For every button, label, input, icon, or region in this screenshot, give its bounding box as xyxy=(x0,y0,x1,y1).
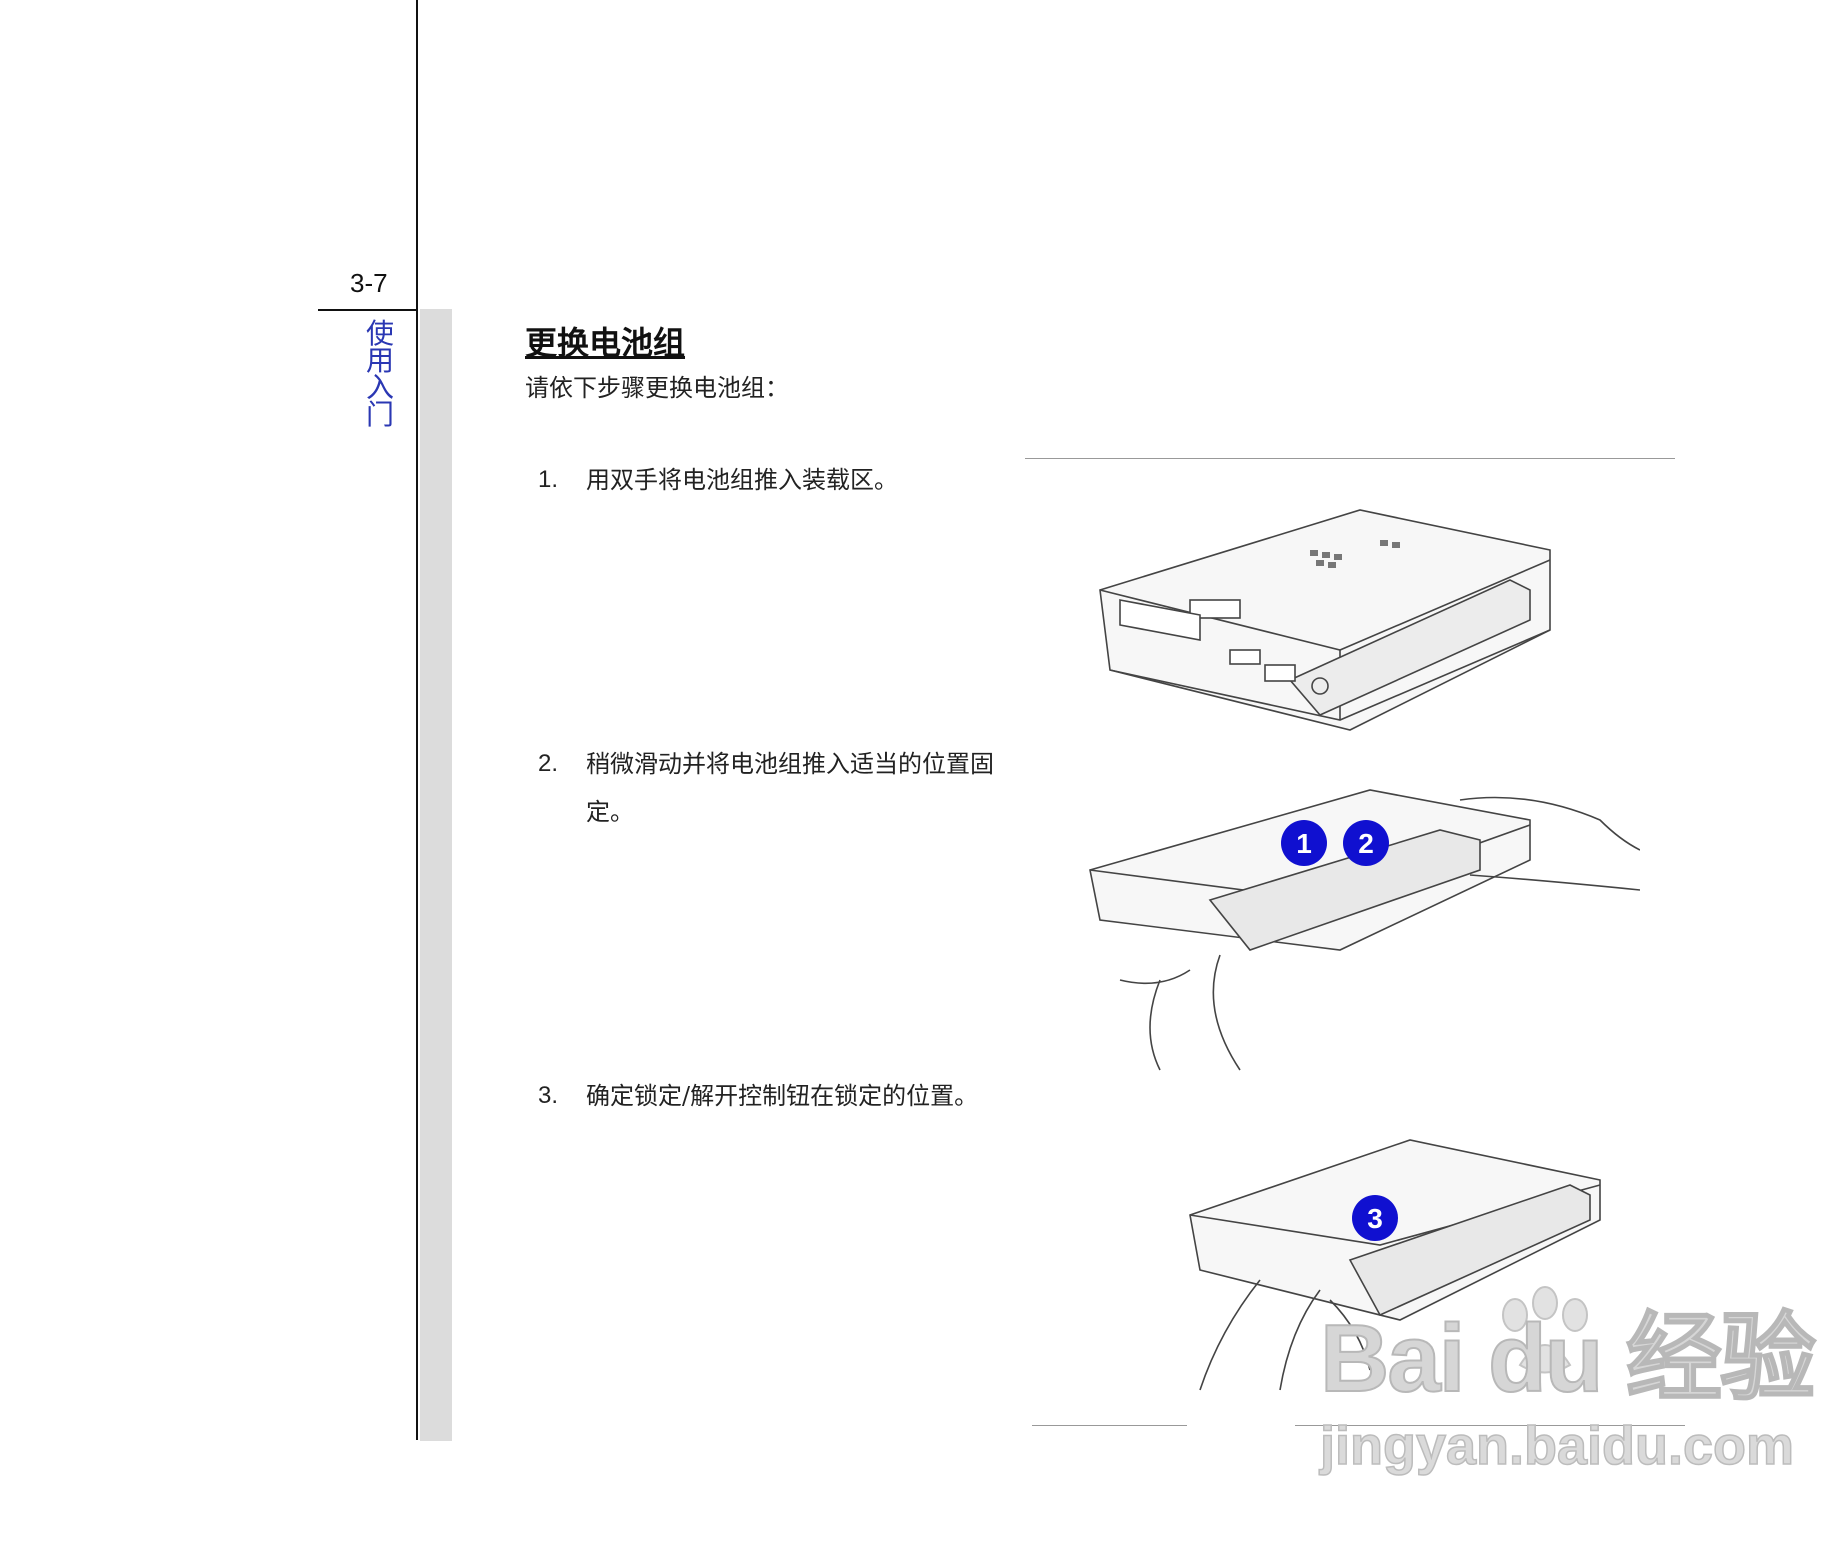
marker-1-icon xyxy=(1281,820,1327,866)
figure-bottom-rule-right xyxy=(1295,1425,1685,1426)
side-tab-bar xyxy=(420,309,452,1441)
chapter-char: 门 xyxy=(365,398,394,431)
chapter-char: 入 xyxy=(365,371,394,404)
margin-divider xyxy=(416,0,418,1440)
battery-lock-illustration xyxy=(1189,1139,1601,1391)
step-text: 用双手将电池组推入装载区。 xyxy=(586,466,898,494)
chapter-char: 使 xyxy=(365,317,394,350)
paw-logo-icon xyxy=(1502,1286,1588,1374)
marker-3: 3 xyxy=(1352,1195,1398,1241)
watermark-main: Bai du 经验 xyxy=(1319,1304,1817,1413)
watermark-url: jingyan.baidu.com xyxy=(1319,1415,1795,1477)
figure-bottom-rule-left xyxy=(1032,1425,1187,1426)
chapter-label: 使 用 入 门 xyxy=(363,317,397,431)
step-text: 稍微滑动并将电池组推入适当的位置固定。 xyxy=(586,750,994,826)
figure-top-rule xyxy=(1025,458,1675,459)
step-number: 3. xyxy=(538,1082,559,1109)
markers-1-2: 1 2 xyxy=(1281,820,1389,866)
step-text: 确定锁定/解开控制钮在锁定的位置。 xyxy=(586,1082,979,1110)
step-number: 2. xyxy=(538,750,559,777)
marker-1-label: 1 xyxy=(1296,828,1312,859)
chapter-char: 用 xyxy=(365,344,394,377)
laptop-battery-bay-illustration xyxy=(1099,509,1551,731)
marker-3-label: 3 xyxy=(1367,1203,1383,1234)
marker-3-icon xyxy=(1352,1195,1398,1241)
section-title: 更换电池组 xyxy=(525,324,686,362)
battery-insert-illustration xyxy=(1089,789,1640,1071)
page-number: 3-7 xyxy=(350,268,388,298)
page-number-rule xyxy=(318,309,416,311)
section-intro: 请依下步骤更换电池组： xyxy=(525,374,789,402)
marker-2-label: 2 xyxy=(1358,828,1374,859)
step-number: 1. xyxy=(538,466,559,493)
marker-2-icon xyxy=(1343,820,1389,866)
baidu-watermark: Bai du 经验 jingyan.baidu.com xyxy=(1319,1280,1817,1477)
